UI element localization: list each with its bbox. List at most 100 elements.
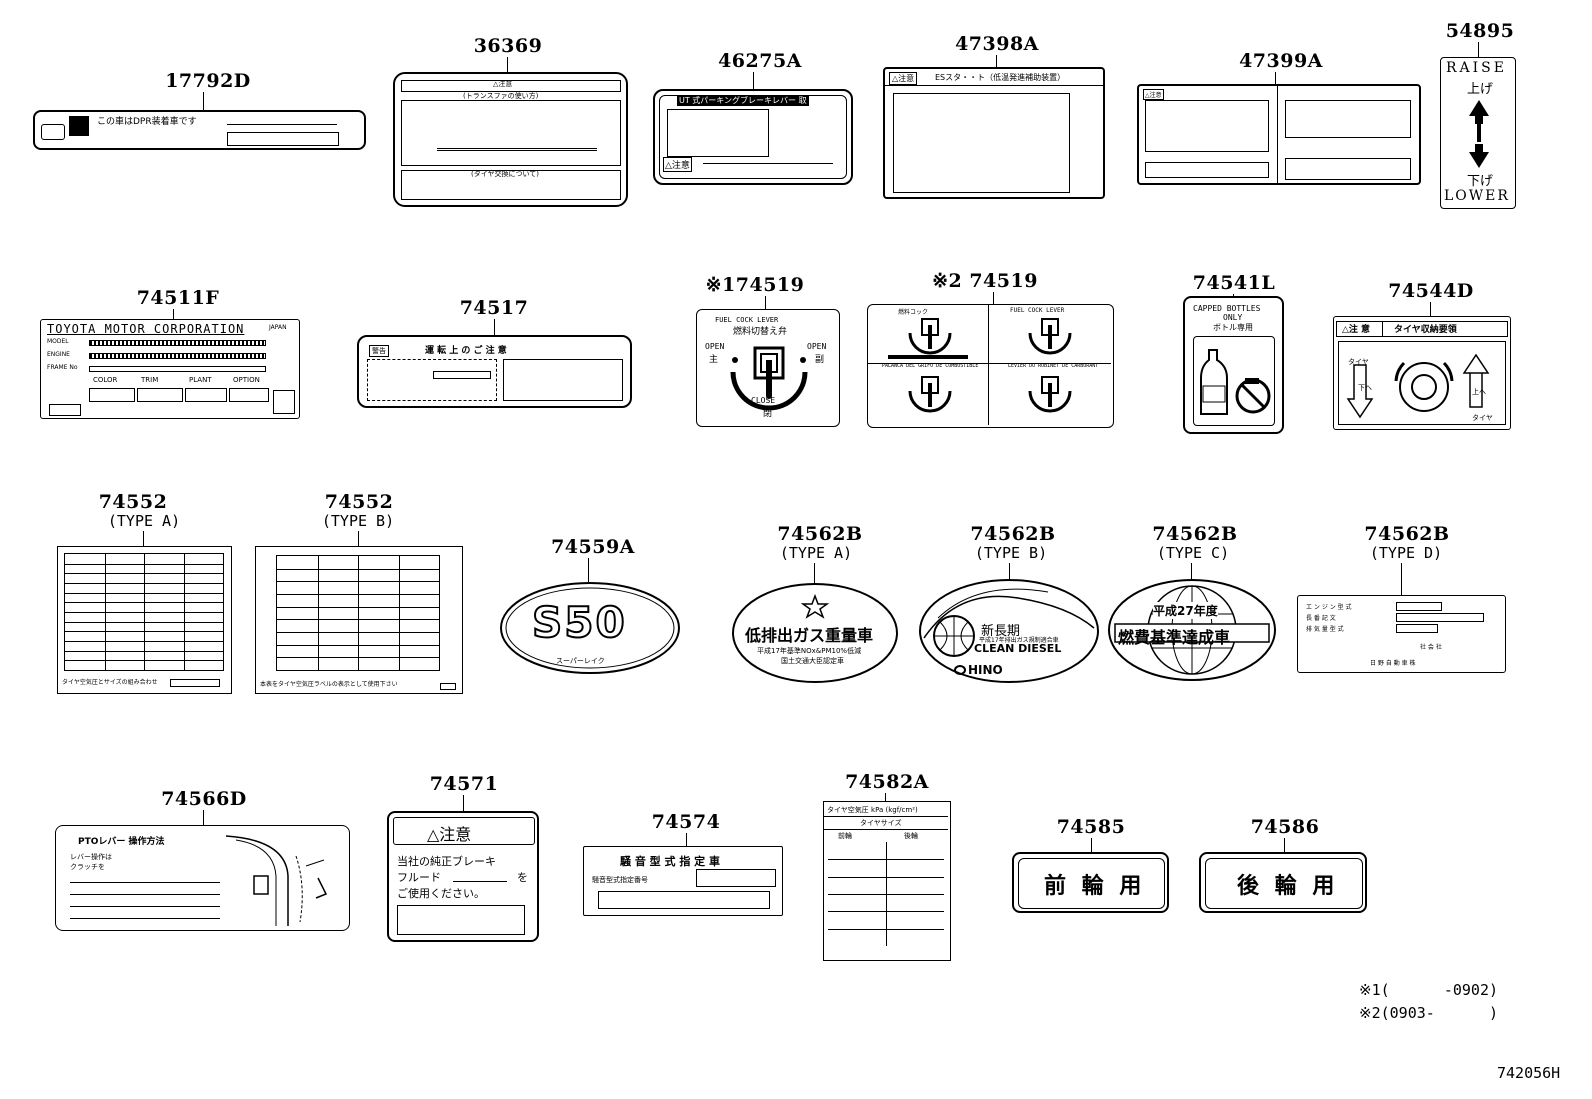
- label-text: PTOレバー 操作方法: [78, 837, 165, 847]
- label-text: FRAME No: [47, 364, 78, 371]
- label-text: スーパーレイク: [556, 657, 605, 665]
- label-text: 燃費基準達成車: [1118, 628, 1231, 647]
- type-a-label: (TYPE A): [779, 544, 853, 562]
- fuel-cock-lever-icons: [888, 318, 1072, 413]
- part-number-46275a: 46275A: [718, 50, 802, 72]
- leader-line: [143, 531, 144, 547]
- label-47399a: △注意: [1137, 84, 1421, 185]
- label-text: 後 輪 用: [1237, 874, 1339, 899]
- fuel-cock-lever-icon: [730, 346, 808, 411]
- label-text: 下へ: [1358, 384, 1372, 392]
- part-number-74586: 74586: [1250, 816, 1320, 838]
- label-text: タイヤ空気圧 kPa (kgf/cm²): [827, 806, 918, 814]
- label-text: ESスタ・・ト（低温発進補助装置）: [935, 73, 1066, 82]
- leader-line: [753, 72, 754, 90]
- grid-col-line: [398, 556, 400, 670]
- leader-line: [1401, 563, 1402, 596]
- grid-col-line: [144, 554, 145, 670]
- label-text: 騒音型式指定番号: [592, 876, 648, 884]
- label-text: 上へ: [1472, 388, 1486, 396]
- label-17792d: この車はDPR装着車です: [33, 110, 366, 150]
- label-text: LEVIER DU ROBINET DE CARBURANT: [1008, 363, 1099, 369]
- label-text: 本表をタイヤ空気圧ラベルの表示として使用下さい: [260, 681, 398, 688]
- label-text: FUEL COCK LEVER: [1010, 307, 1065, 314]
- label-text: 燃料コック: [898, 309, 929, 316]
- label-74519-2: 燃料コック FUEL COCK LEVER PALANCA DEL GRIFO …: [867, 304, 1114, 428]
- label-text: 新長期: [981, 624, 1021, 639]
- type-b-label: (TYPE B): [974, 544, 1048, 562]
- label-text: 騒 音 型 式 指 定 車: [620, 855, 720, 868]
- label-74562b-d: エ ン ジ ン 型 式 長 番 記 文 排 気 量 型 式 社 会 社 日 野 …: [1297, 595, 1506, 673]
- label-text: 平成17年基準NOx&PM10%低減: [757, 647, 862, 655]
- label-text: 警告: [369, 345, 389, 357]
- leader-line: [203, 810, 204, 826]
- black-square: [69, 116, 89, 136]
- label-74559a: [500, 582, 680, 674]
- label-text: CLEAN DIESEL: [974, 642, 1062, 655]
- label-74552-a: タイヤ空気圧とサイズの組み合わせ: [57, 546, 232, 694]
- label-text: OPTION: [233, 376, 260, 384]
- label-text: 後輪: [904, 832, 918, 840]
- tire-winch-icon: [1346, 353, 1490, 419]
- label-text: タイヤ空気圧とサイズの組み合わせ: [62, 679, 158, 686]
- leader-line: [1275, 72, 1276, 85]
- label-text: CAPPED BOTTLES: [1193, 304, 1261, 313]
- bottle-icon: [1200, 349, 1271, 415]
- label-text: CLOSE: [751, 396, 776, 405]
- label-text: UT 式パーキングブレーキレバー 取: [677, 95, 809, 106]
- part-number-36369: 36369: [473, 35, 543, 57]
- leader-line: [1009, 563, 1010, 579]
- label-text: 社 会 社: [1420, 644, 1442, 651]
- leader-line: [1233, 294, 1234, 297]
- label-text: 国土交通大臣認定車: [781, 657, 844, 665]
- grid-col-line: [104, 554, 106, 670]
- leader-line: [1430, 302, 1431, 317]
- label-74544d: △注 意 タイヤ収納要領 タイヤ タイヤ 下へ 上へ: [1333, 316, 1511, 430]
- grid-col-line: [183, 554, 185, 670]
- label-text: 当社の純正ブレーキ: [397, 855, 496, 868]
- label-text: 副: [815, 355, 825, 365]
- leader-line: [885, 793, 886, 802]
- leader-line: [358, 531, 359, 547]
- part-number-74519-1: ※174519: [705, 274, 805, 296]
- label-text: ENGINE: [47, 351, 70, 358]
- part-number-47399a: 47399A: [1239, 50, 1323, 72]
- s50-logo: S50: [531, 597, 627, 648]
- label-text: FUEL COCK LEVER: [715, 316, 779, 324]
- label-text: 前 輪 用: [1044, 874, 1146, 899]
- leader-line: [814, 563, 815, 583]
- part-number-74559a: 74559A: [551, 536, 635, 558]
- label-text: △注意: [1143, 89, 1164, 100]
- label-74541l: CAPPED BOTTLES ONLY ボトル専用: [1183, 296, 1284, 434]
- up-down-arrow-icon: [1469, 100, 1489, 168]
- label-text: 平成17年排出ガス規制適合車: [979, 637, 1059, 644]
- leader-line: [1191, 563, 1192, 579]
- label-text: △注意: [889, 72, 918, 85]
- leader-line: [993, 292, 994, 305]
- part-number-74571: 74571: [429, 773, 499, 795]
- footnote-2: ※2(0903- ): [1359, 1004, 1498, 1022]
- label-54895: RAISE 上げ 下げ LOWER: [1440, 57, 1516, 209]
- label-74566d: PTOレバー 操作方法 レバー操作は クラッチを: [55, 825, 350, 931]
- label-text: TRIM: [141, 376, 159, 384]
- type-b-label: (TYPE B): [321, 512, 395, 530]
- type-d-label: (TYPE D): [1369, 544, 1443, 562]
- part-number-74519-2: ※2 74519: [932, 270, 1038, 292]
- leader-line: [203, 92, 204, 112]
- part-number-74552-a: 74552: [98, 491, 168, 513]
- part-number-74562b-a: 74562B: [777, 523, 863, 545]
- grid-col-line: [886, 842, 887, 946]
- type-c-label: (TYPE C): [1156, 544, 1230, 562]
- label-74571: △注意 当社の純正ブレーキ フルード を ご使用ください。: [387, 811, 539, 942]
- label-74519-1: FUEL COCK LEVER 燃料切替え弁 OPEN OPEN 主 副 CLO…: [696, 309, 840, 427]
- lower-text: LOWER: [1444, 188, 1510, 204]
- label-text: 長 番 記 文: [1306, 615, 1336, 622]
- label-text: 燃料切替え弁: [733, 327, 788, 337]
- label-text: ご使用ください。: [397, 887, 485, 900]
- label-74511f: TOYOTA MOTOR CORPORATION JAPAN MODEL ENG…: [40, 319, 300, 419]
- part-number-74562b-c: 74562B: [1152, 523, 1238, 545]
- leader-line: [588, 558, 589, 582]
- label-text: ボトル専用: [1213, 323, 1253, 332]
- leader-line: [996, 55, 997, 68]
- label-text: MODEL: [47, 338, 69, 345]
